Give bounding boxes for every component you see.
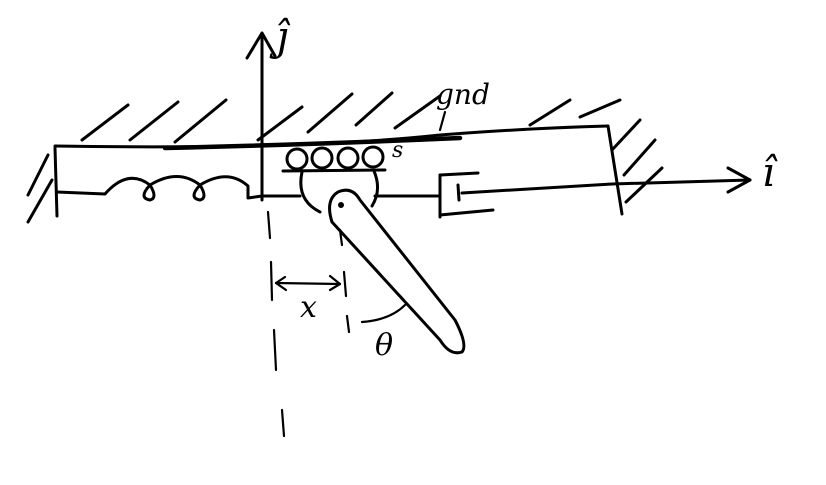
spring: [55, 175, 264, 202]
i-axis: [610, 178, 752, 186]
theta-arc: [360, 303, 407, 324]
reference-dashes: [266, 210, 351, 438]
i-axis-label: î: [762, 150, 775, 196]
ground-hatching: [80, 91, 622, 144]
roller-bearing: [281, 145, 387, 173]
pivot-block: [299, 169, 379, 214]
right-wall: [606, 124, 624, 216]
bearing-label: s: [392, 138, 404, 163]
ground-label: gnd: [436, 78, 490, 111]
damper: [438, 171, 614, 219]
x-dimension: [274, 274, 342, 292]
housing-top: [53, 124, 610, 149]
left-wall: [53, 146, 59, 218]
pendulum-arm: [328, 188, 466, 355]
theta-label: θ: [375, 328, 394, 363]
x-label: x: [300, 290, 317, 325]
j-axis-label: ĵ: [276, 14, 289, 60]
